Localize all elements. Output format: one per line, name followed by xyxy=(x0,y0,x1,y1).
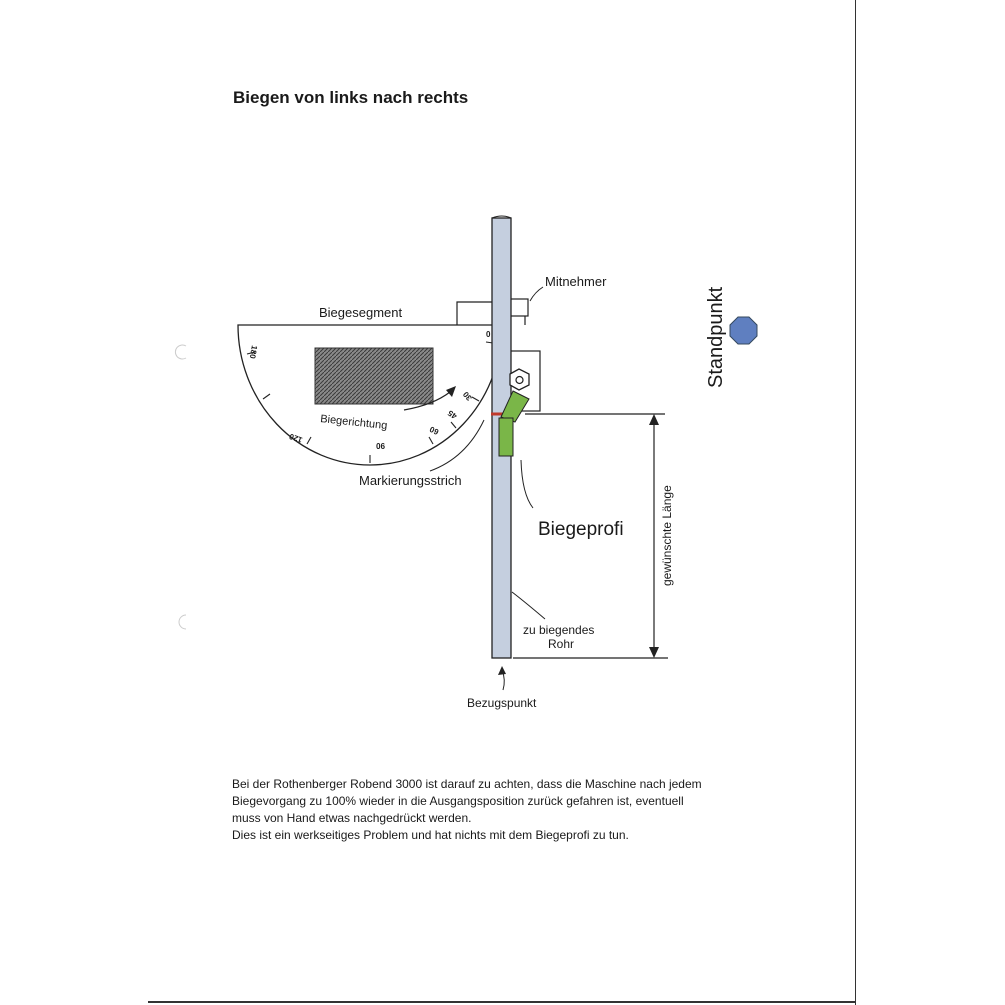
length-dimension xyxy=(513,413,668,659)
note-line: Biegevorgang zu 100% wieder in die Ausga… xyxy=(232,794,684,808)
segment-hatch-block xyxy=(314,347,434,405)
nut-hole xyxy=(515,375,524,385)
direction-arrow-line xyxy=(403,391,451,411)
label-rohr-line1: zu biegendes xyxy=(523,623,594,637)
profile-foot xyxy=(498,417,514,457)
scale-mark-60: 60 xyxy=(428,424,440,436)
note-line: muss von Hand etwas nachgedrückt werden. xyxy=(232,811,472,825)
note-line: Bei der Rothenberger Robend 3000 ist dar… xyxy=(232,777,702,791)
punch-hole-mark xyxy=(174,344,187,360)
label-gewuenschte-laenge: gewünschte Länge xyxy=(660,485,674,586)
arrow-down-icon xyxy=(649,647,659,658)
scale-mark-90: 90 xyxy=(376,441,385,450)
scale-mark-0: 0 xyxy=(486,330,491,339)
scale-ticks xyxy=(246,341,494,463)
punch-hole-mark xyxy=(178,614,187,630)
pipe-top-edge xyxy=(491,215,512,219)
arrow-up-icon xyxy=(649,414,659,425)
page-edge-right xyxy=(855,0,856,1005)
note-line: Dies ist ein werkseitiges Problem und ha… xyxy=(232,828,629,842)
bezugspunkt-arrow-icon xyxy=(498,666,506,675)
label-mitnehmer: Mitnehmer xyxy=(545,274,607,289)
direction-arrow-icon xyxy=(446,386,456,397)
scale-mark-120: 120 xyxy=(288,431,304,444)
scale-mark-180: 180 xyxy=(248,345,259,360)
notes-paragraph: Bei der Rothenberger Robend 3000 ist dar… xyxy=(232,776,792,844)
label-bezugspunkt: Bezugspunkt xyxy=(467,696,537,710)
profile-arm xyxy=(500,390,530,423)
label-standpunkt: Standpunkt xyxy=(705,286,727,388)
label-biegesegment: Biegesegment xyxy=(319,305,402,320)
label-rohr-line2: Rohr xyxy=(548,637,574,651)
label-biegeprofi: Biegeprofi xyxy=(538,519,624,540)
page-edge-bottom xyxy=(148,1001,856,1003)
standpunkt-marker-icon xyxy=(729,316,758,345)
page-title: Biegen von links nach rechts xyxy=(233,88,469,107)
label-markierungsstrich: Markierungsstrich xyxy=(359,473,462,488)
